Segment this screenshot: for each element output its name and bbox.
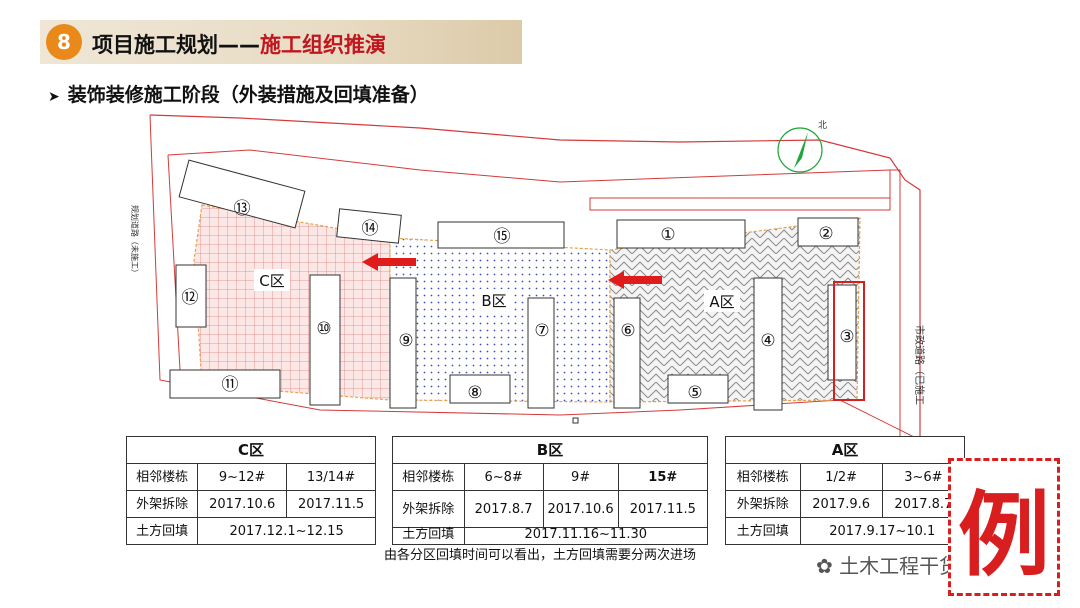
building-10: [309, 274, 341, 406]
label-building-12: ⑫: [182, 288, 199, 308]
table-c-label-backfill: 土方回填: [125, 517, 199, 545]
table-a-label-backfill: 土方回填: [725, 517, 801, 545]
label-building-2: ②: [818, 224, 833, 244]
label-building-11: ⑪: [222, 375, 239, 395]
table-a-title: A区: [725, 436, 965, 464]
table-b-date3: 2017.11.5: [617, 490, 709, 528]
table-c-title: C区: [126, 436, 376, 464]
table-zone-b: B区 相邻楼栋 6~8# 9# 15# 外架拆除 2017.8.7 2017.1…: [392, 436, 709, 545]
building-9: [389, 277, 417, 409]
table-b-label-buildings: 相邻楼栋: [392, 463, 465, 491]
section-subtitle: ➤ 装饰装修施工阶段（外装措施及回填准备）: [48, 80, 429, 107]
building-7: [527, 297, 555, 409]
direction-arrow-b-to-c: [362, 253, 416, 271]
table-b-date2: 2017.10.6: [542, 490, 619, 528]
label-building-7: ⑦: [534, 321, 549, 341]
label-building-15: ⑮: [494, 227, 511, 247]
label-building-6: ⑥: [620, 321, 635, 341]
north-arrow-icon: 北: [777, 120, 827, 173]
table-c-col1: 9~12#: [197, 463, 288, 491]
road-label-left: 规划道路（未施工）: [130, 205, 140, 277]
page-title: 项目施工规划——施工组织推演: [92, 29, 386, 59]
inner-boundary: [167, 149, 891, 205]
building-1: [616, 219, 746, 249]
table-c-label-buildings: 相邻楼栋: [125, 463, 199, 491]
subtitle-text: 装饰装修施工阶段（外装措施及回填准备）: [67, 84, 429, 106]
wechat-icon: ✿: [816, 554, 833, 578]
building-12: [175, 264, 207, 328]
table-b-label-backfill: 土方回填: [392, 527, 465, 545]
table-c-date2: 2017.11.5: [286, 490, 376, 518]
building-2: [797, 217, 859, 247]
table-a-label-buildings: 相邻楼栋: [725, 463, 801, 491]
table-b-col1: 6~8#: [463, 463, 544, 491]
building-14: [336, 208, 402, 244]
table-zone-a: A区 相邻楼栋 1/2# 3~6# 外架拆除 2017.9.6 2017.8.7…: [725, 436, 966, 545]
zone-c-label: C区: [259, 272, 284, 290]
table-b-fill: 2017.11.16~11.30: [463, 527, 709, 545]
table-zone-c: C区 相邻楼栋 9~12# 13/14# 外架拆除 2017.10.6 2017…: [125, 436, 376, 545]
building-3: [827, 284, 857, 381]
table-c-label-scaffold: 外架拆除: [125, 490, 199, 518]
zone-b-label: B区: [481, 292, 506, 310]
building-8: [449, 374, 511, 404]
table-c-date1: 2017.10.6: [197, 490, 288, 518]
label-building-5: ⑤: [687, 383, 702, 403]
building-13: [178, 159, 306, 229]
direction-arrow-a-to-b: [608, 271, 662, 289]
building-11: [169, 369, 281, 399]
table-a-date1: 2017.9.6: [799, 490, 883, 518]
example-stamp: 例: [948, 458, 1060, 596]
table-b-col3: 15#: [617, 463, 709, 491]
label-building-13: ⑬: [234, 199, 251, 219]
header-bar: [40, 20, 522, 64]
table-b-label-scaffold: 外架拆除: [392, 490, 465, 528]
label-building-3: ③: [839, 327, 854, 347]
site-plan-diagram: ⑬ ⑭ ⑮ ① ② ⑫ ⑩ ⑨ ⑦ ⑥ ④ ③ ⑪ ⑧ ⑤ C区 B区 A区 北…: [130, 114, 926, 440]
building-3-highlight: [833, 281, 865, 401]
building-6: [613, 297, 641, 409]
table-a-fill: 2017.9.17~10.1: [799, 517, 966, 545]
building-4: [753, 277, 783, 411]
label-building-8: ⑧: [467, 383, 482, 403]
building-5: [667, 374, 729, 404]
table-b-col2: 9#: [542, 463, 619, 491]
label-building-9: ⑨: [398, 331, 413, 351]
section-number-badge: 8: [46, 24, 82, 60]
title-main: 项目施工规划——: [92, 33, 260, 57]
label-building-4: ④: [760, 331, 775, 351]
table-c-fill: 2017.12.1~12.15: [197, 517, 376, 545]
caption-text: 由各分区回填时间可以看出，土方回填需要分两次进场: [383, 548, 696, 563]
label-building-1: ①: [660, 225, 675, 245]
building-15: [437, 221, 565, 249]
table-b-title: B区: [392, 436, 708, 464]
table-c-col2: 13/14#: [286, 463, 376, 491]
table-a-label-scaffold: 外架拆除: [725, 490, 801, 518]
label-building-14: ⑭: [362, 219, 379, 239]
zone-a-label: A区: [709, 293, 734, 311]
svg-text:北: 北: [818, 120, 827, 131]
table-a-col1: 1/2#: [799, 463, 883, 491]
table-b-date1: 2017.8.7: [463, 490, 544, 528]
label-building-10: ⑩: [316, 319, 331, 339]
arrow-bullet-icon: ➤: [48, 89, 60, 105]
road-label-right: 市政道路（已施工: [913, 325, 926, 405]
title-highlight: 施工组织推演: [260, 33, 386, 57]
outer-boundary: [149, 114, 921, 440]
